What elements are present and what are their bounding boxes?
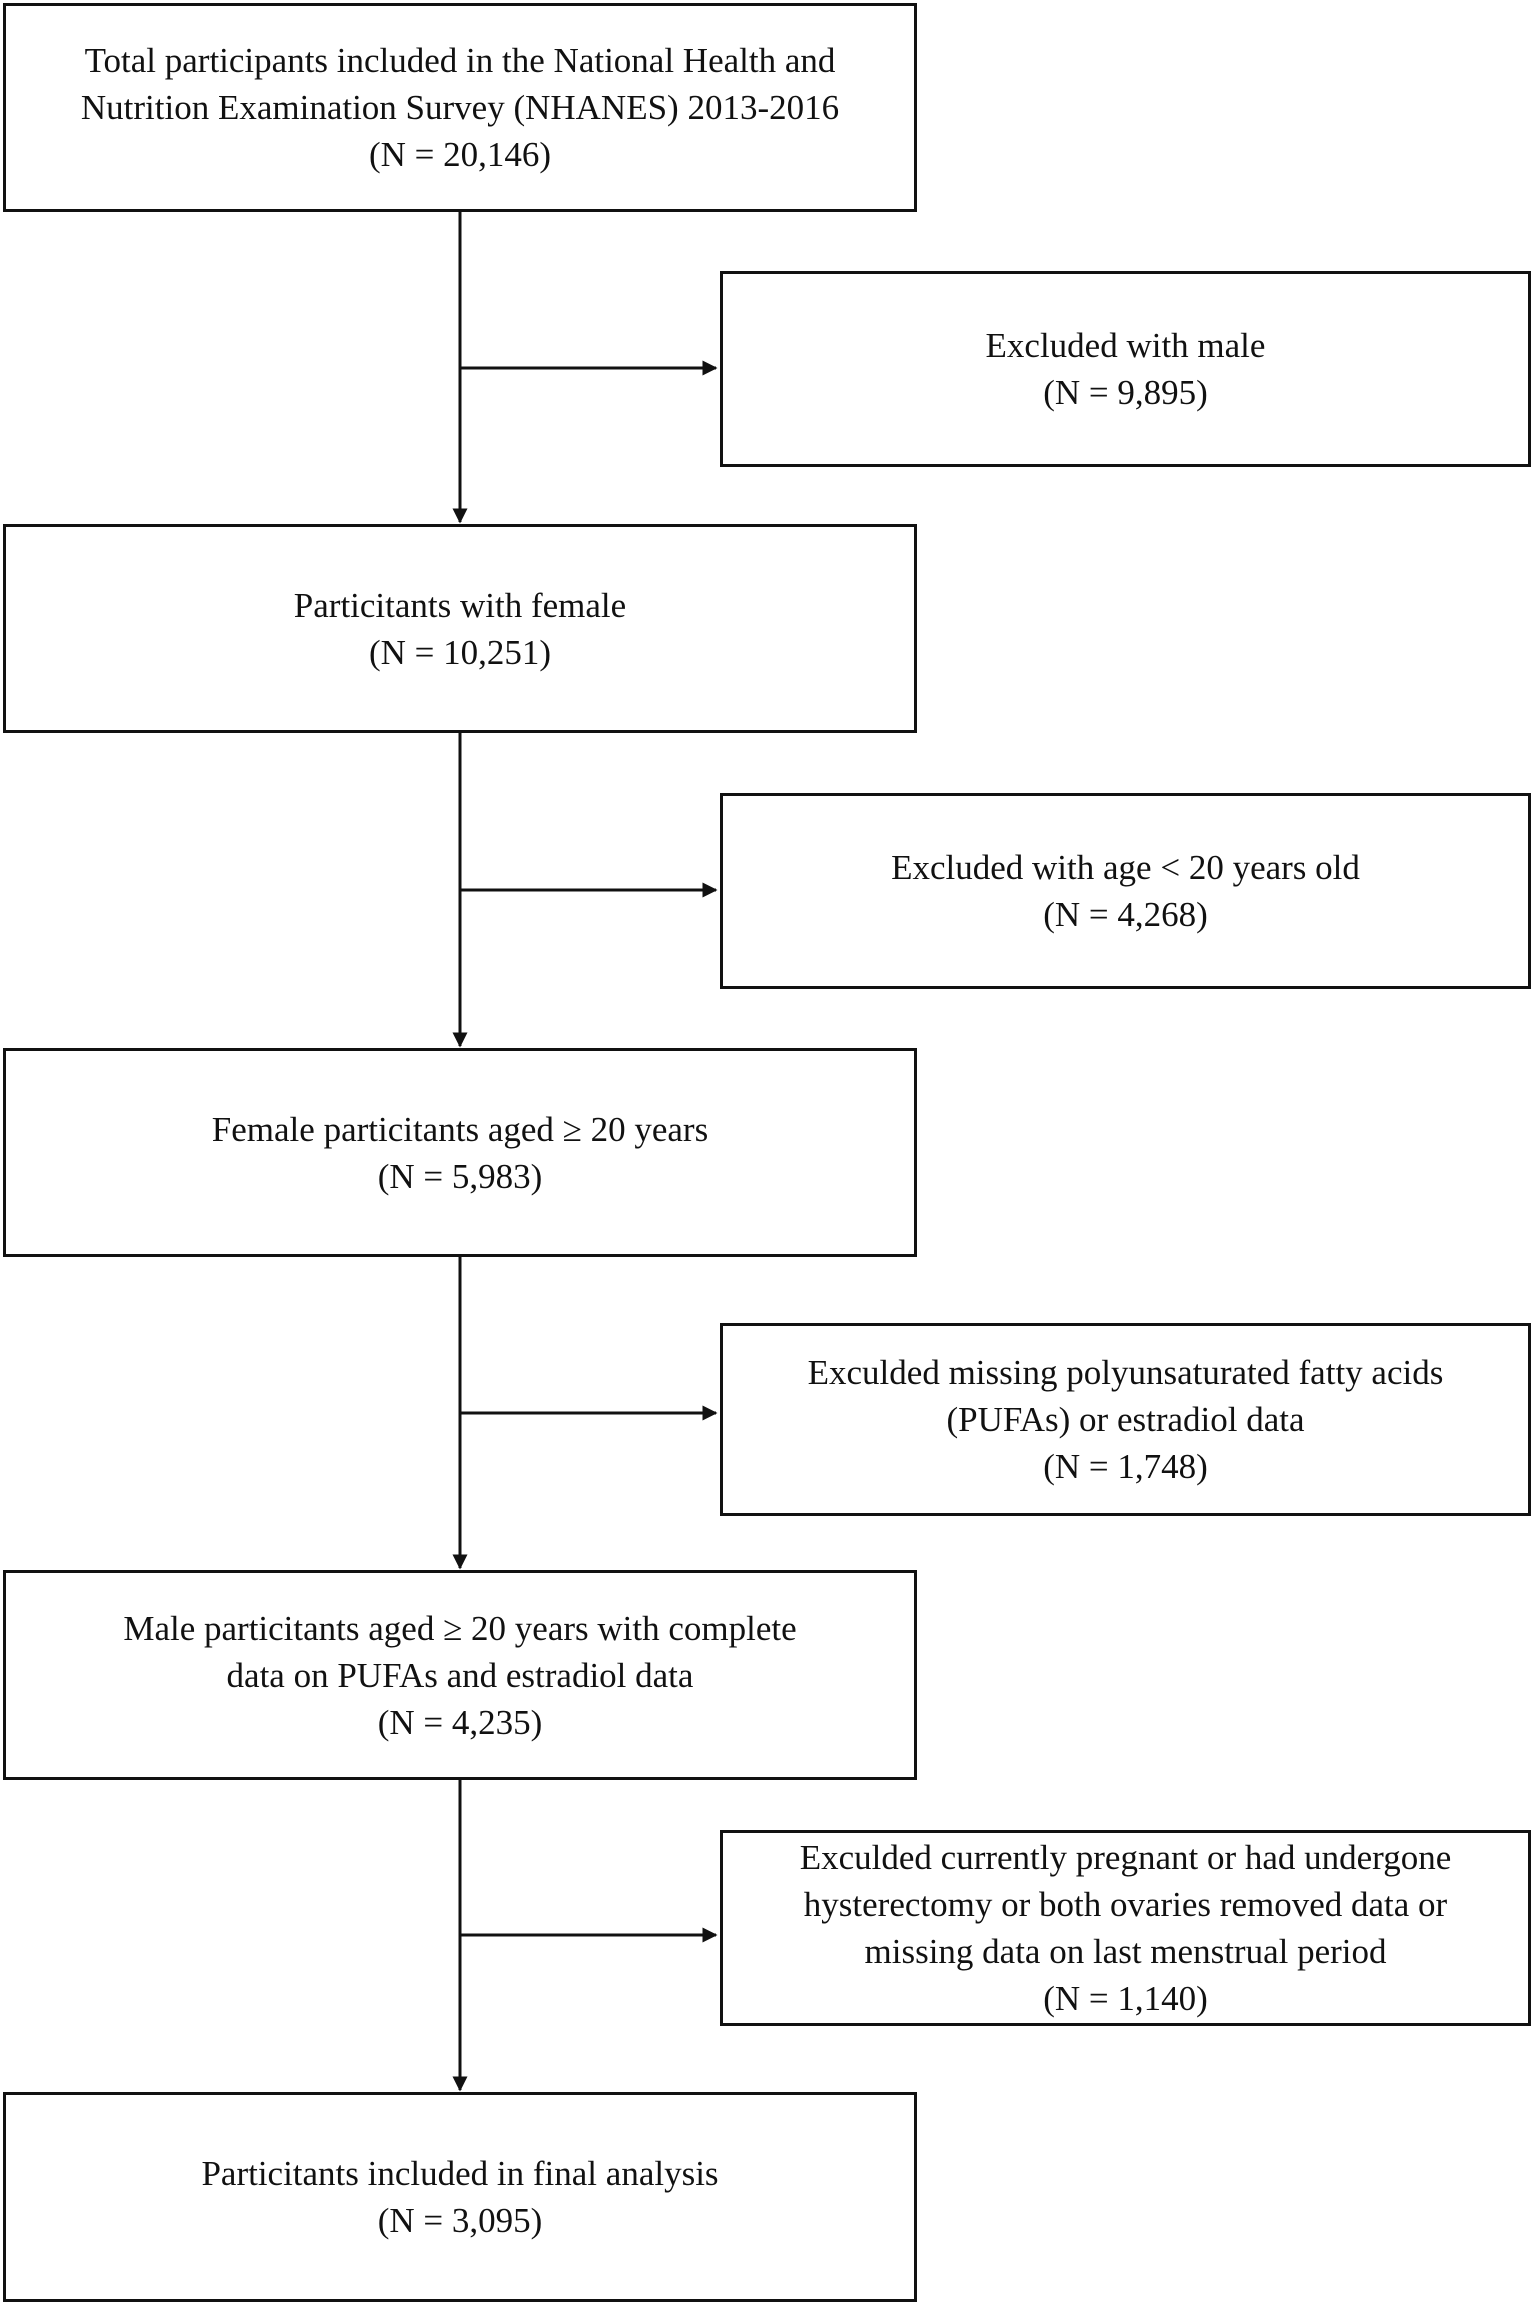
exclusion-count: (N = 1,140)	[1043, 1979, 1208, 2018]
step-text-line: data on PUFAs and estradiol data	[226, 1655, 694, 1695]
exclusion-count: (N = 4,268)	[1043, 895, 1208, 934]
exclusion-text-line: Excluded with male	[985, 326, 1266, 365]
exclusion-text-line: Exculded currently pregnant or had under…	[799, 1838, 1452, 1877]
step-box-complete-data: Male particitants aged ≥ 20 years with c…	[3, 1570, 917, 1780]
exclusion-text-line: missing data on last menstrual period	[864, 1932, 1387, 1971]
exclusion-text-line: hysterectomy or both ovaries removed dat…	[803, 1885, 1448, 1924]
exclusion-box-age: Excluded with age < 20 years old (N = 4,…	[720, 793, 1531, 989]
exclusion-count: (N = 9,895)	[1043, 373, 1208, 412]
step-count: (N = 3,095)	[377, 2201, 543, 2240]
exclusion-text-line: Exculded missing polyunsaturated fatty a…	[807, 1353, 1444, 1392]
step-count: (N = 20,146)	[368, 135, 552, 174]
exclusion-text-line: Excluded with age < 20 years old	[891, 848, 1360, 887]
step-box-final-analysis: Particitants included in final analysis …	[3, 2092, 917, 2302]
step-text-line: Nutrition Examination Survey (NHANES) 20…	[80, 88, 840, 127]
exclusion-count: (N = 1,748)	[1043, 1447, 1208, 1486]
exclusion-text-line: (PUFAs) or estradiol data	[946, 1400, 1305, 1439]
step-text-line: Female particitants aged ≥ 20 years	[211, 1109, 709, 1149]
exclusion-box-missing-pufas-estradiol: Exculded missing polyunsaturated fatty a…	[720, 1323, 1531, 1516]
step-box-female-aged-20: Female particitants aged ≥ 20 years (N =…	[3, 1048, 917, 1257]
exclusion-box-male: Excluded with male (N = 9,895)	[720, 271, 1531, 467]
step-text-line: Particitants with female	[293, 585, 627, 625]
exclusion-box-pregnant-hysterectomy: Exculded currently pregnant or had under…	[720, 1830, 1531, 2026]
step-count: (N = 10,251)	[368, 632, 552, 672]
step-box-total-participants: Total participants included in the Natio…	[3, 3, 917, 212]
step-count: (N = 4,235)	[377, 1702, 543, 1742]
step-text-line: Male particitants aged ≥ 20 years with c…	[123, 1608, 797, 1648]
step-text-line: Particitants included in final analysis	[201, 2154, 719, 2193]
step-count: (N = 5,983)	[377, 1156, 543, 1196]
step-box-female: Particitants with female (N = 10,251)	[3, 524, 917, 733]
step-text-line: Total participants included in the Natio…	[84, 41, 836, 80]
